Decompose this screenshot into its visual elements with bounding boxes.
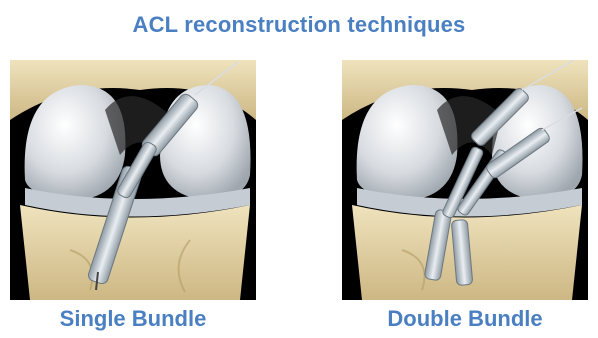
tibia-bone	[20, 205, 250, 300]
right-condyle	[160, 85, 251, 200]
caption-double-bundle: Double Bundle	[342, 306, 588, 332]
caption-single-bundle: Single Bundle	[10, 306, 256, 332]
page-title: ACL reconstruction techniques	[0, 12, 598, 38]
single-bundle-illustration	[10, 60, 256, 300]
double-bundle-illustration	[342, 60, 588, 300]
